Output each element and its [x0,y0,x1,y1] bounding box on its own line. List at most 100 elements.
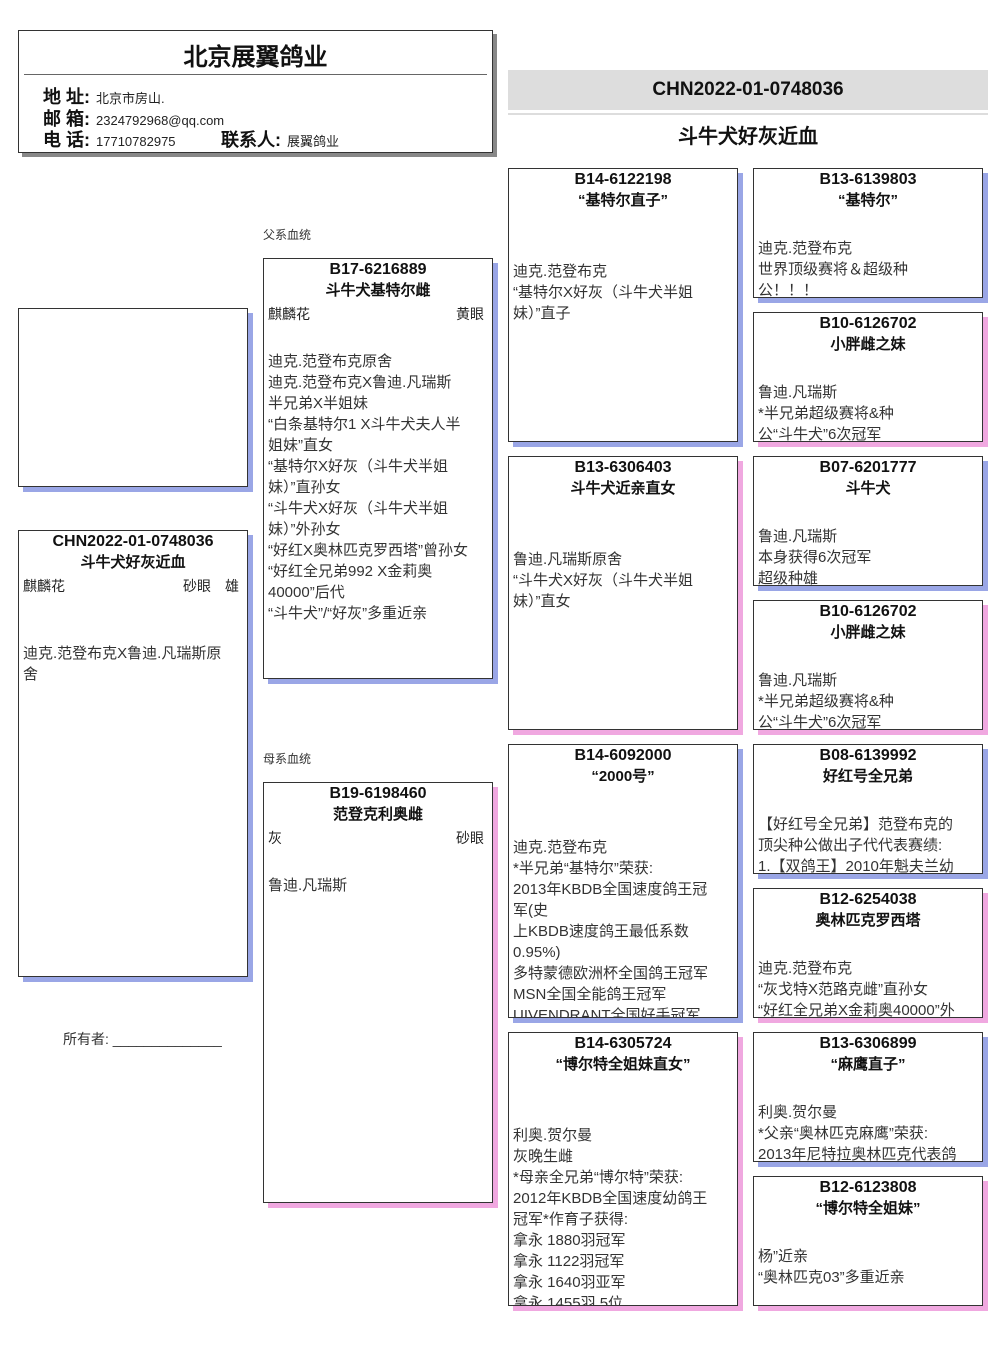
description-line: 迪克.范登布克 [758,960,853,977]
bird-name: “博尔特全姐妹直女” [555,1056,691,1073]
loft-header: 北京展翼鸽业 地 址:北京市房山. 邮 箱:2324792968@qq.com … [18,30,493,153]
bird-name: 斗牛犬近亲直女 [570,480,676,497]
pedigree-card-ds: B14-6092000“2000号”迪克.范登布克*半兄弟“基特尔”荣获:201… [508,744,738,1018]
description-line: “白条基特尔1 X斗牛犬夫人半 [268,416,461,433]
description-line: 迪克.范登布克 [513,839,608,856]
description-line: 拿永 1122羽冠军 [513,1253,625,1270]
bird-attributes: 麒麟花黄眼 [268,304,484,324]
bird-name: “博尔特全姐妹” [815,1200,921,1217]
bird-description: 迪克.范登布克*半兄弟“基特尔”荣获:2013年KBDB全国速度鸽王冠军(史上K… [513,837,733,1018]
divider [508,113,988,115]
bird-name: 斗牛犬基特尔雌 [325,282,431,299]
bird-description: 迪克.范登布克X鲁迪.凡瑞斯原舍 [23,643,243,685]
description-line: *母亲全兄弟“博尔特”荣获: [513,1169,683,1186]
description-line: “斗牛犬”/“好灰”多重近亲 [268,605,428,622]
description-line: “好红全兄弟992 X金莉奥 [268,563,433,580]
description-line: 拿永 1640羽亚军 [513,1274,626,1291]
description-line: UIVENDRANT全国好手冠军 [513,1007,701,1018]
email-value: 2324792968@qq.com [96,113,225,128]
description-line: “灰戈特X范路克雌”直孙女 [758,981,928,998]
description-line: 多特蒙德欧洲杯全国鸽王冠军 [513,965,709,982]
ring-number: B13-6306899 [819,1035,917,1052]
ring-number: B07-6201777 [819,459,917,476]
ring-number: B10-6126702 [819,603,917,620]
bird-name: 斗牛犬 [845,480,891,497]
description-line: 2012年KBDB全国速度幼鸽王 [513,1190,708,1207]
description-line: “基特尔X好灰（斗牛犬半姐 [268,458,449,475]
main-bird-name: 斗牛犬好灰近血 [678,126,818,148]
description-line: 迪克.范登布克X鲁迪.凡瑞斯 [268,374,452,391]
ring-number: B14-6305724 [574,1035,672,1052]
ring-number: B13-6139803 [819,171,917,188]
description-line: *半兄弟超级赛将&种 [758,405,894,422]
pedigree-card-dd: B14-6305724 “博尔特全姐妹直女” 利奥.贺尔曼灰晚生雌 *母亲全兄弟“博尔… [508,1032,738,1306]
description-line: 鲁迪.凡瑞斯 [758,384,838,401]
description-line: 妹）”直女 [513,593,571,610]
contact-label: 联系人: [221,130,281,150]
description-line: 世界顶级赛将＆超级种 [758,261,909,278]
phone-value: 17710782975 [96,134,176,149]
description-line: 2013年尼特拉奥林匹克代表鸽 [758,1146,957,1162]
photo-placeholder [18,308,248,487]
description-line: 上KBDB速度鸽王最低系数 [513,923,689,940]
bird-description: 【好红号全兄弟】范登布克的顶尖种公做出子代代表赛绩:1.【双鸽王】2010年魁夫… [758,814,978,874]
description-line: 1.【双鸽王】2010年魁夫兰幼 [758,858,954,874]
bird-attributes: 麒麟花 砂眼雄 [23,576,239,596]
sire-line-label: 父系血统 [263,228,312,242]
description-line: 半兄弟X半姐妹 [268,395,369,412]
eye-gender: 砂眼 [442,828,484,848]
bird-name: 小胖雌之妹 [830,624,906,641]
description-line: 迪克.范登布克X鲁迪.凡瑞斯原 [23,645,222,662]
pedigree-card-ddd: B12-6123808“博尔特全姐妹”杨”近亲“奥林匹克03”多重近亲 [753,1176,983,1306]
eye-gender: 砂眼雄 [169,576,239,596]
bird-name: “麻鹰直子” [830,1056,906,1073]
description-line: 冠军*作育子获得: [513,1211,629,1228]
pedigree-card-sire: B17-6216889 斗牛犬基特尔雌麒麟花黄眼迪克.范登布克原舍迪克.范登布克X… [263,258,493,679]
description-line: 拿永 1455羽 5位 [513,1295,624,1306]
description-line: 拿永 1880羽冠军 [513,1232,626,1249]
divider [24,74,487,75]
bird-description: 迪克.范登布克“灰戈特X范路克雌”直孙女“好红全兄弟X金莉奥40000”外 [758,958,978,1017]
address-value: 北京市房山. [96,91,165,106]
contact-value: 展翼鸽业 [287,134,340,149]
description-line: 0.95%) [513,944,561,961]
description-line: 鲁迪.凡瑞斯原舍 [513,551,623,568]
ring-number: B17-6216889 [329,261,427,278]
gender: 雄 [225,578,239,594]
eye-gender: 黄眼 [442,304,484,324]
plumage-color: 麒麟花 [23,578,65,594]
email-row: 邮 箱:2324792968@qq.com [43,105,224,131]
description-line: MSN全国全能鸽王冠军 [513,986,667,1003]
description-line: 【好红号全兄弟】范登布克的 [758,816,954,833]
description-line: 妹）”外孙女 [268,521,341,538]
description-line: “基特尔X好灰（斗牛犬半姐 [513,284,694,301]
bird-description: 迪克.范登布克原舍迪克.范登布克X鲁迪.凡瑞斯半兄弟X半姐妹“白条基特尔1 X斗… [268,351,488,624]
ring-number: B14-6122198 [574,171,672,188]
description-line: 公“斗牛犬”6次冠军 [758,426,882,442]
pedigree-card-dds: B13-6306899“麻鹰直子”利奥.贺尔曼*父亲“奥林匹克麻鹰”荣获:201… [753,1032,983,1162]
description-line: 公“斗牛犬”6次冠军 [758,714,882,730]
plumage-color: 灰 [268,830,282,846]
ring-number: B08-6139992 [819,747,917,764]
description-line: 杨”近亲 [758,1248,808,1265]
description-line: 鲁迪.凡瑞斯 [758,672,838,689]
bird-description: 利奥.贺尔曼灰晚生雌 *母亲全兄弟“博尔特”荣获: 2012年KBDB全国速度幼鸽王… [513,1125,733,1306]
address-row: 地 址:北京市房山. [43,83,165,109]
dam-line-label: 母系血统 [263,752,312,766]
ring-number: B12-6254038 [819,891,917,908]
description-line: 灰晚生雌 [513,1148,574,1165]
bird-description: 鲁迪.凡瑞斯原舍“斗牛犬X好灰（斗牛犬半姐妹）”直女 [513,549,733,612]
ring-number: B19-6198460 [329,785,427,802]
bird-name: 小胖雌之妹 [830,336,906,353]
description-line: 利奥.贺尔曼 [513,1127,593,1144]
description-line: “奥林匹克03”多重近亲 [758,1269,905,1286]
pedigree-card-sss: B13-6139803“基特尔”迪克.范登布克世界顶级赛将＆超级种公！！！ [753,168,983,298]
description-line: “好红X奥林匹克罗西塔”曾孙女 [268,542,468,559]
